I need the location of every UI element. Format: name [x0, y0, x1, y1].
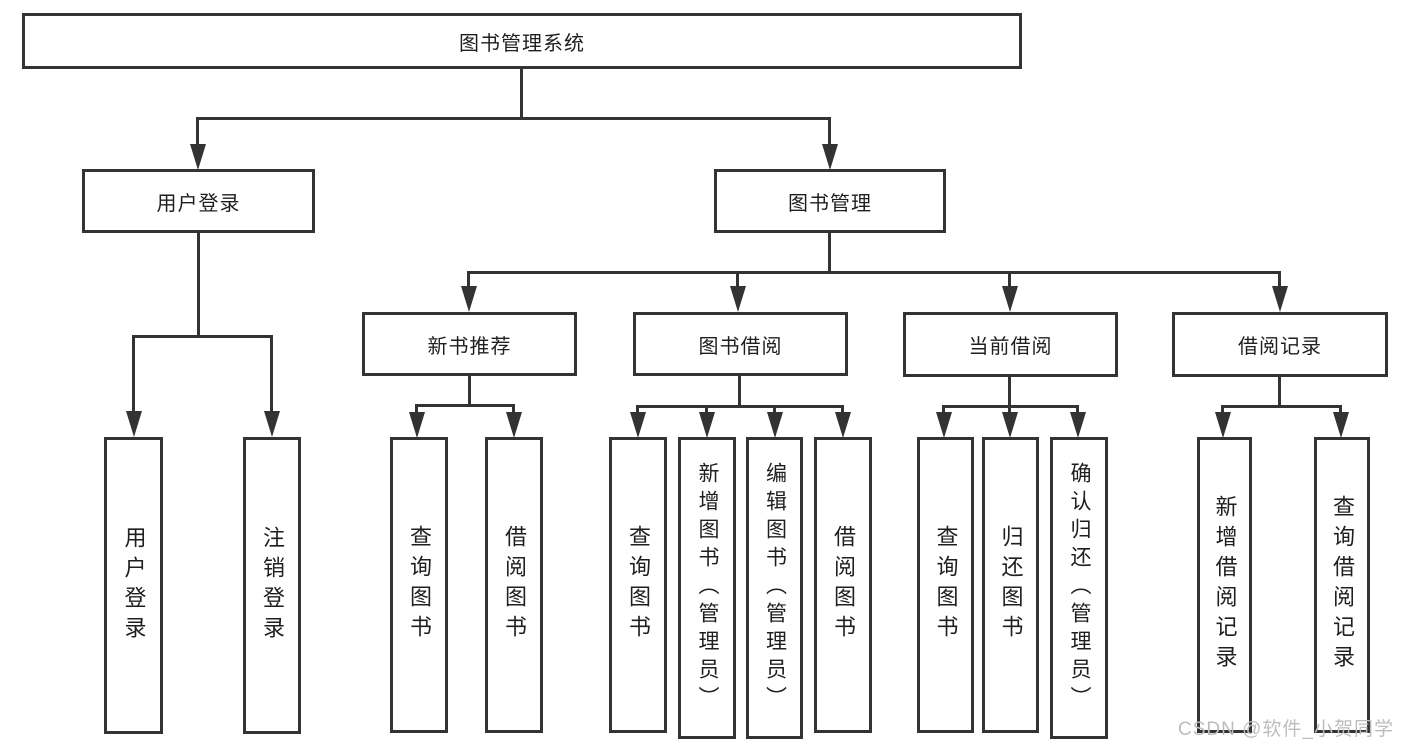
connector-newbook-bar [415, 404, 515, 407]
connector-userlogin-stem [197, 233, 200, 337]
leaf-logout: 注销登录 [243, 437, 301, 734]
leaf-current-confirm-admin: 确认归还（管理员） [1050, 437, 1108, 739]
leaf-record-query: 查询借阅记录 [1314, 437, 1370, 733]
leaf-borrow-borrow: 借阅图书 [814, 437, 872, 733]
connector-bookmgmt-stem [828, 233, 831, 273]
connector-records-drop-1 [1221, 405, 1224, 414]
connector-currentborrow-drop-3 [1076, 405, 1079, 414]
csdn-watermark: CSDN @软件_小贺同学 [1178, 719, 1394, 740]
connector-userlogin-bar [132, 335, 273, 338]
arrow-cb-return [1002, 412, 1018, 438]
connector-records-bar [1221, 405, 1342, 408]
connector-level3-bar [467, 271, 1281, 274]
node-root-system: 图书管理系统 [22, 13, 1022, 69]
connector-records-drop-2 [1339, 405, 1342, 414]
node-book-mgmt: 图书管理 [714, 169, 946, 233]
node-borrow-records: 借阅记录 [1172, 312, 1388, 377]
arrow-cb-confirm [1070, 412, 1086, 438]
arrow-to-book-mgmt [822, 144, 838, 170]
arrow-to-book-borrow [730, 286, 746, 312]
leaf-current-query: 查询图书 [917, 437, 974, 733]
node-book-borrow: 图书借阅 [633, 312, 848, 376]
arrow-bb-borrow [835, 412, 851, 438]
leaf-current-return: 归还图书 [982, 437, 1039, 733]
connector-newbook-drop-2 [512, 404, 515, 414]
arrow-cb-query [936, 412, 952, 438]
connector-bookborrow-drop-2 [705, 405, 708, 414]
node-new-book-rec: 新书推荐 [362, 312, 577, 376]
connector-bookborrow-drop-4 [841, 405, 844, 414]
connector-root-bar [197, 117, 831, 120]
connector-bookborrow-drop-3 [773, 405, 776, 414]
leaf-record-add: 新增借阅记录 [1197, 437, 1252, 733]
arrow-to-leaf-login [126, 411, 142, 437]
connector-currentborrow-drop-2 [1008, 405, 1011, 414]
node-user-login: 用户登录 [82, 169, 315, 233]
connector-userlogin-drop-2 [270, 335, 273, 413]
arrow-nb-borrow [506, 412, 522, 438]
connector-currentborrow-drop-1 [942, 405, 945, 414]
connector-records-stem [1278, 377, 1281, 407]
connector-bookborrow-stem [738, 376, 741, 407]
node-current-borrow: 当前借阅 [903, 312, 1118, 377]
arrow-bb-add [699, 412, 715, 438]
connector-newbook-stem [468, 376, 471, 406]
leaf-borrow-add-admin: 新增图书（管理员） [678, 437, 736, 739]
arrow-nb-query [409, 412, 425, 438]
leaf-borrow-query: 查询图书 [609, 437, 667, 733]
arrow-bb-edit [767, 412, 783, 438]
connector-level3-drop-3 [1008, 271, 1011, 287]
arrow-to-leaf-logout [264, 411, 280, 437]
connector-currentborrow-stem [1008, 377, 1011, 407]
connector-userlogin-drop-1 [132, 335, 135, 413]
arrow-br-add [1215, 412, 1231, 438]
connector-level3-drop-2 [736, 271, 739, 287]
connector-level3-drop-4 [1278, 271, 1281, 287]
connector-root-drop-left [196, 117, 199, 147]
connector-root-stem [520, 69, 523, 118]
arrow-to-borrow-records [1272, 286, 1288, 312]
arrow-to-current-borrow [1002, 286, 1018, 312]
arrow-to-user-login [190, 144, 206, 170]
connector-newbook-drop-1 [415, 404, 418, 414]
leaf-borrow-edit-admin: 编辑图书（管理员） [746, 437, 803, 739]
arrow-bb-query [630, 412, 646, 438]
arrow-br-query [1333, 412, 1349, 438]
connector-level3-drop-1 [467, 271, 470, 287]
connector-bookborrow-bar [636, 405, 843, 408]
leaf-newbook-query: 查询图书 [390, 437, 448, 733]
leaf-user-login: 用户登录 [104, 437, 163, 734]
connector-bookborrow-drop-1 [636, 405, 639, 414]
connector-root-drop-right [828, 117, 831, 147]
leaf-newbook-borrow: 借阅图书 [485, 437, 543, 733]
arrow-to-new-book [461, 286, 477, 312]
